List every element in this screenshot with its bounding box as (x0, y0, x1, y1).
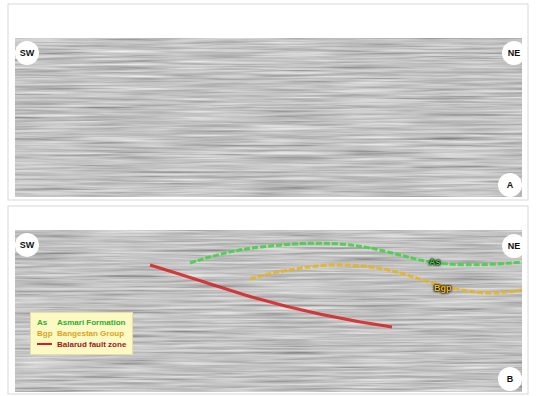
balarud-fault (150, 265, 392, 327)
fault-line-sample (37, 341, 53, 347)
marker-text: SW (20, 49, 35, 58)
panel-frame (8, 206, 528, 394)
panel-marker: NE (502, 234, 526, 258)
formation-label: As (37, 318, 47, 327)
panel-marker: NE (502, 41, 526, 65)
asmari-horizon (190, 243, 522, 265)
marker-text: NE (508, 242, 521, 251)
panel-marker: SW (15, 41, 39, 65)
seismic-image (15, 230, 522, 392)
panel-marker: A (498, 173, 522, 197)
legend-text: Bangestan Group (57, 329, 124, 338)
panel-marker: B (498, 367, 522, 391)
formation-label: Bgp (434, 284, 452, 293)
formation-label: As (429, 258, 441, 267)
bangestan-horizon (250, 265, 522, 293)
legend-key (37, 340, 57, 349)
seismic-image (15, 38, 522, 197)
legend-key: As (37, 318, 57, 327)
legend-text: Balarud fault zone (57, 340, 126, 349)
legend-box: As Asmari FormationBgp Bangestan GroupBala… (30, 312, 133, 355)
formation-label: Bgp (37, 329, 53, 338)
legend-row: As Asmari Formation (37, 317, 126, 328)
legend-key: Bgp (37, 329, 57, 338)
legend-text: Asmari Formation (57, 318, 125, 327)
legend-row: Balarud fault zone (37, 339, 126, 350)
marker-text: A (507, 181, 514, 190)
legend-row: Bgp Bangestan Group (37, 328, 126, 339)
panel-marker: SW (15, 233, 39, 257)
marker-text: B (507, 375, 514, 384)
marker-text: SW (20, 241, 35, 250)
panel-frame (8, 4, 528, 200)
marker-text: NE (508, 49, 521, 58)
